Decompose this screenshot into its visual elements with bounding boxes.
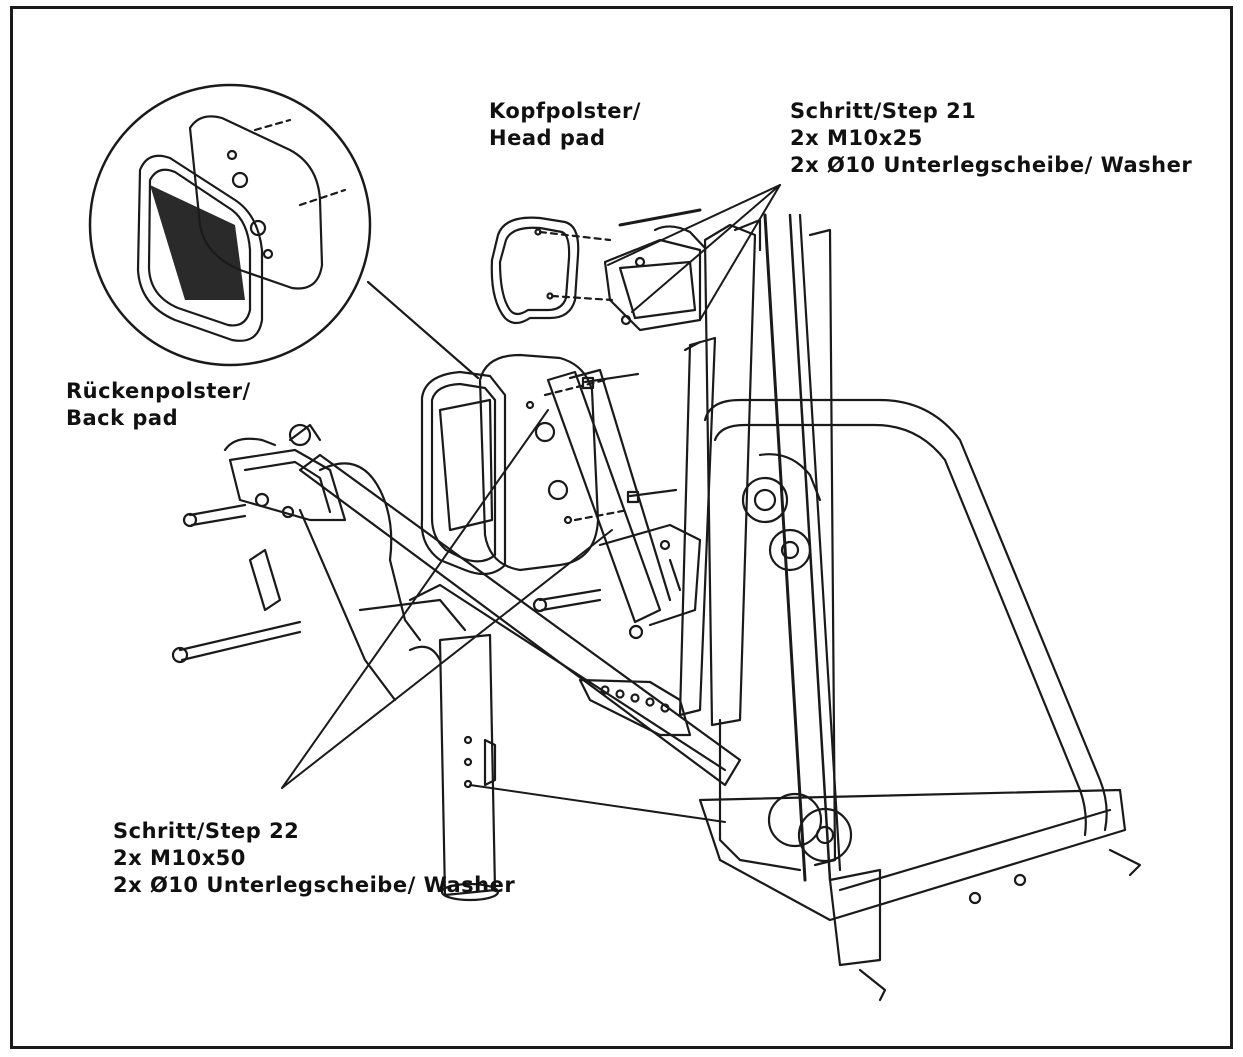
head-pad-bracket	[603, 208, 707, 332]
leg-frame	[171, 423, 742, 902]
back-pad-label: Rückenpolster/ Back pad	[66, 378, 251, 432]
step22-label-title: Schritt/Step 22	[113, 819, 300, 843]
back-pad	[420, 353, 678, 576]
step21-label-bolts: 2x M10x25	[790, 126, 923, 150]
step22-label: Schritt/Step 22 2x M10x50 2x Ø10 Unterle…	[113, 818, 515, 899]
main-frame	[678, 213, 1142, 1002]
head-pad-label: Kopfpolster/ Head pad	[489, 98, 641, 152]
step22-label-washers: 2x Ø10 Unterlegscheibe/ Washer	[113, 873, 516, 897]
diagram-frame	[10, 6, 1233, 1049]
backrest-arm	[546, 368, 702, 640]
step21-label-washers: 2x Ø10 Unterlegscheibe/ Washer	[790, 153, 1193, 177]
step22-label-bolts: 2x M10x50	[113, 846, 246, 870]
detail-circle	[88, 83, 372, 367]
detail-board	[188, 115, 324, 290]
step21-label: Schritt/Step 21 2x M10x25 2x Ø10 Unterle…	[790, 98, 1192, 179]
leader-lines-step21	[607, 184, 781, 321]
back-pad-label-line-1: Rückenpolster/	[66, 379, 251, 403]
detail-cushion	[136, 154, 264, 342]
head-pad-label-line-2: Head pad	[489, 126, 606, 150]
back-pad-label-line-2: Back pad	[66, 406, 179, 430]
head-pad	[490, 216, 614, 325]
head-pad-label-line-1: Kopfpolster/	[489, 99, 641, 123]
step21-label-title: Schritt/Step 21	[790, 99, 977, 123]
detail-cushion-fill	[150, 185, 245, 300]
leader-lines-step22	[281, 409, 726, 823]
detail-leader-line	[366, 280, 480, 380]
